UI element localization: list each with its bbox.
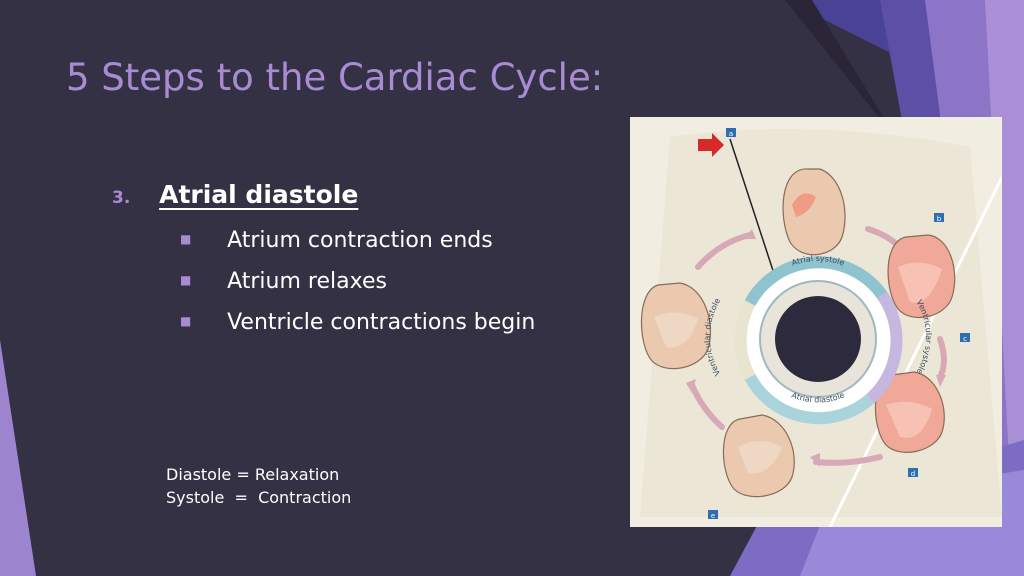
ring-label-bottom: Atrial diastole	[790, 390, 845, 404]
definitions-note: Diastole = Relaxation Systole = Contract…	[166, 463, 351, 509]
divider-line	[828, 176, 1002, 527]
slide-title: 5 Steps to the Cardiac Cycle:	[66, 56, 604, 99]
step-tag-d-label: d	[911, 470, 915, 478]
point-3: 3. Atrial diastole	[112, 180, 358, 209]
point-heading: Atrial diastole	[159, 180, 359, 209]
step-tag-a	[726, 128, 736, 137]
systole-definition: Systole = Contraction	[166, 488, 352, 507]
step-tag-d	[908, 468, 918, 477]
pointer-line	[729, 138, 781, 293]
ring-segment-atrial-diastole	[744, 374, 874, 425]
bullet-item: ■ Atrium relaxes	[180, 269, 535, 310]
bullet-text: Atrium relaxes	[227, 269, 387, 294]
cardiac-cycle-diagram: a b c d e	[630, 117, 1002, 527]
bullet-text: Atrium contraction ends	[227, 228, 493, 253]
bullet-list: ■ Atrium contraction ends ■ Atrium relax…	[180, 228, 535, 351]
bullet-text: Ventricle contractions begin	[227, 310, 536, 335]
step-tag-a-label: a	[729, 130, 733, 138]
heart-step-c	[874, 371, 945, 453]
point-number: 3.	[112, 188, 131, 208]
bullet-item: ■ Ventricle contractions begin	[180, 310, 535, 351]
step-tag-e-label: e	[711, 512, 715, 520]
step-tag-e	[708, 510, 718, 519]
ring-segment-ventricular-systole	[865, 291, 903, 404]
bullet-square-icon: ■	[180, 273, 192, 287]
step-tag-b-label: b	[937, 215, 942, 223]
cycle-ring-hole	[775, 296, 861, 382]
bullet-item: ■ Atrium contraction ends	[180, 228, 535, 269]
step-tag-c	[960, 333, 970, 342]
red-arrow-icon	[698, 133, 724, 157]
heart-step-a	[782, 168, 846, 256]
heart-step-e	[640, 282, 712, 370]
bullet-square-icon: ■	[180, 314, 192, 328]
bullet-square-icon: ■	[180, 232, 192, 246]
step-tag-c-label: c	[963, 335, 967, 343]
ring-segment-ventricular-diastole	[734, 300, 756, 380]
heart-step-d	[722, 414, 795, 498]
heart-step-b	[887, 234, 956, 319]
ring-segment-atrial-systole	[744, 256, 887, 306]
diastole-definition: Diastole = Relaxation	[166, 465, 340, 484]
step-tag-b	[934, 213, 944, 222]
ring-label-top: Atrial systole	[790, 254, 845, 268]
